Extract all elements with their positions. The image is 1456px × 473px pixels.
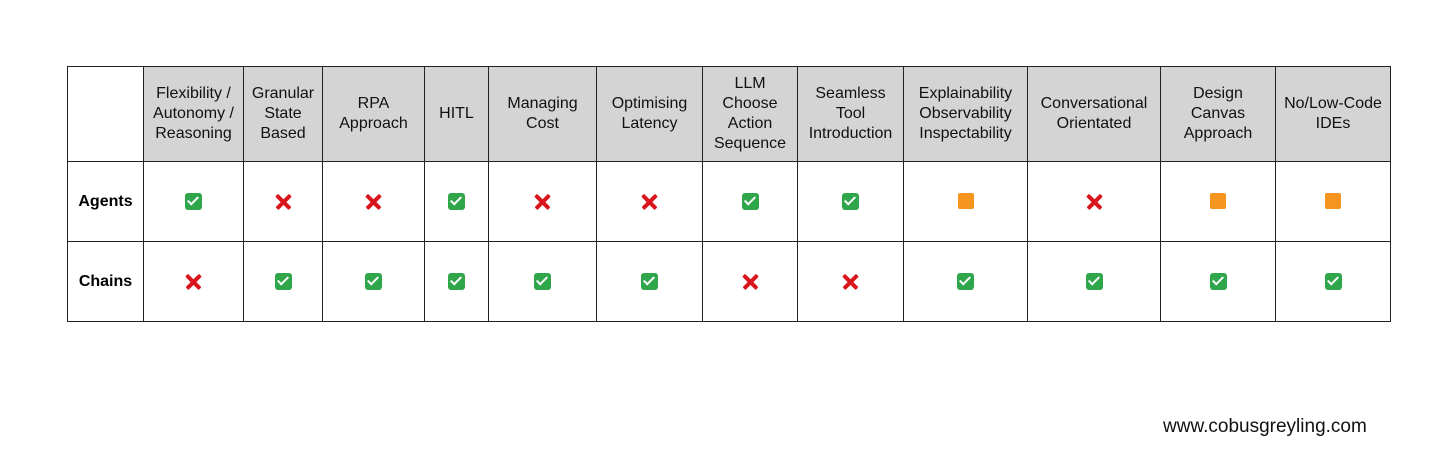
status-cell bbox=[143, 161, 244, 242]
status-cell bbox=[702, 161, 798, 242]
status-cell bbox=[322, 241, 425, 322]
column-header: LLM Choose Action Sequence bbox=[702, 66, 798, 162]
status-cell bbox=[1275, 161, 1391, 242]
status-cell bbox=[243, 241, 323, 322]
column-header: RPA Approach bbox=[322, 66, 425, 162]
check-mark-icon bbox=[1209, 272, 1227, 290]
site-watermark: www.cobusgreyling.com bbox=[1163, 416, 1367, 437]
status-cell bbox=[596, 161, 703, 242]
check-mark-icon bbox=[1085, 272, 1103, 290]
check-mark-icon bbox=[957, 272, 974, 290]
check-mark-icon bbox=[365, 272, 382, 290]
column-header: Explainability Observability Inspectabil… bbox=[903, 66, 1028, 162]
check-mark-icon bbox=[448, 192, 465, 210]
table-body: Agents Chains bbox=[67, 161, 1391, 322]
status-cell bbox=[488, 241, 597, 322]
check-mark-icon bbox=[534, 272, 551, 290]
cross-mark-icon bbox=[185, 273, 202, 290]
status-cell bbox=[596, 241, 703, 322]
orange-square-icon bbox=[957, 193, 974, 210]
column-header: Optimising Latency bbox=[596, 66, 703, 162]
column-header: HITL bbox=[424, 66, 489, 162]
row-label: Chains bbox=[67, 241, 144, 322]
corner-cell bbox=[67, 66, 144, 162]
cross-mark-icon bbox=[641, 193, 658, 210]
cross-mark-icon bbox=[1086, 193, 1103, 210]
status-cell bbox=[1027, 241, 1161, 322]
check-mark-icon bbox=[448, 272, 465, 290]
check-mark-icon bbox=[185, 192, 202, 210]
status-cell bbox=[424, 241, 489, 322]
status-cell bbox=[424, 161, 489, 242]
cross-mark-icon bbox=[534, 193, 551, 210]
row-label: Agents bbox=[67, 161, 144, 242]
status-cell bbox=[243, 161, 323, 242]
status-cell bbox=[488, 161, 597, 242]
cross-mark-icon bbox=[365, 193, 382, 210]
check-mark-icon bbox=[842, 192, 859, 210]
column-header: No/Low-Code IDEs bbox=[1275, 66, 1391, 162]
cross-mark-icon bbox=[275, 193, 292, 210]
cross-mark-icon bbox=[842, 273, 859, 290]
status-cell bbox=[143, 241, 244, 322]
status-cell bbox=[702, 241, 798, 322]
table-row: Chains bbox=[67, 241, 1391, 322]
status-cell bbox=[903, 241, 1028, 322]
orange-square-icon bbox=[1210, 193, 1226, 210]
check-mark-icon bbox=[1324, 272, 1342, 290]
status-cell bbox=[797, 241, 904, 322]
status-cell bbox=[797, 161, 904, 242]
status-cell bbox=[1027, 161, 1161, 242]
status-cell bbox=[903, 161, 1028, 242]
orange-square-icon bbox=[1325, 193, 1341, 210]
column-header: Conversational Orientated bbox=[1027, 66, 1161, 162]
status-cell bbox=[1160, 241, 1276, 322]
header-row: Flexibility / Autonomy / Reasoning Granu… bbox=[67, 66, 1391, 162]
column-header: Design Canvas Approach bbox=[1160, 66, 1276, 162]
comparison-table: Flexibility / Autonomy / Reasoning Granu… bbox=[67, 66, 1391, 322]
column-header: Managing Cost bbox=[488, 66, 597, 162]
column-header: Granular State Based bbox=[243, 66, 323, 162]
status-cell bbox=[322, 161, 425, 242]
table-row: Agents bbox=[67, 161, 1391, 242]
status-cell bbox=[1160, 161, 1276, 242]
check-mark-icon bbox=[641, 272, 658, 290]
column-header: Seamless Tool Introduction bbox=[797, 66, 904, 162]
check-mark-icon bbox=[274, 272, 292, 290]
check-mark-icon bbox=[741, 192, 759, 210]
status-cell bbox=[1275, 241, 1391, 322]
column-header: Flexibility / Autonomy / Reasoning bbox=[143, 66, 244, 162]
cross-mark-icon bbox=[742, 273, 759, 290]
